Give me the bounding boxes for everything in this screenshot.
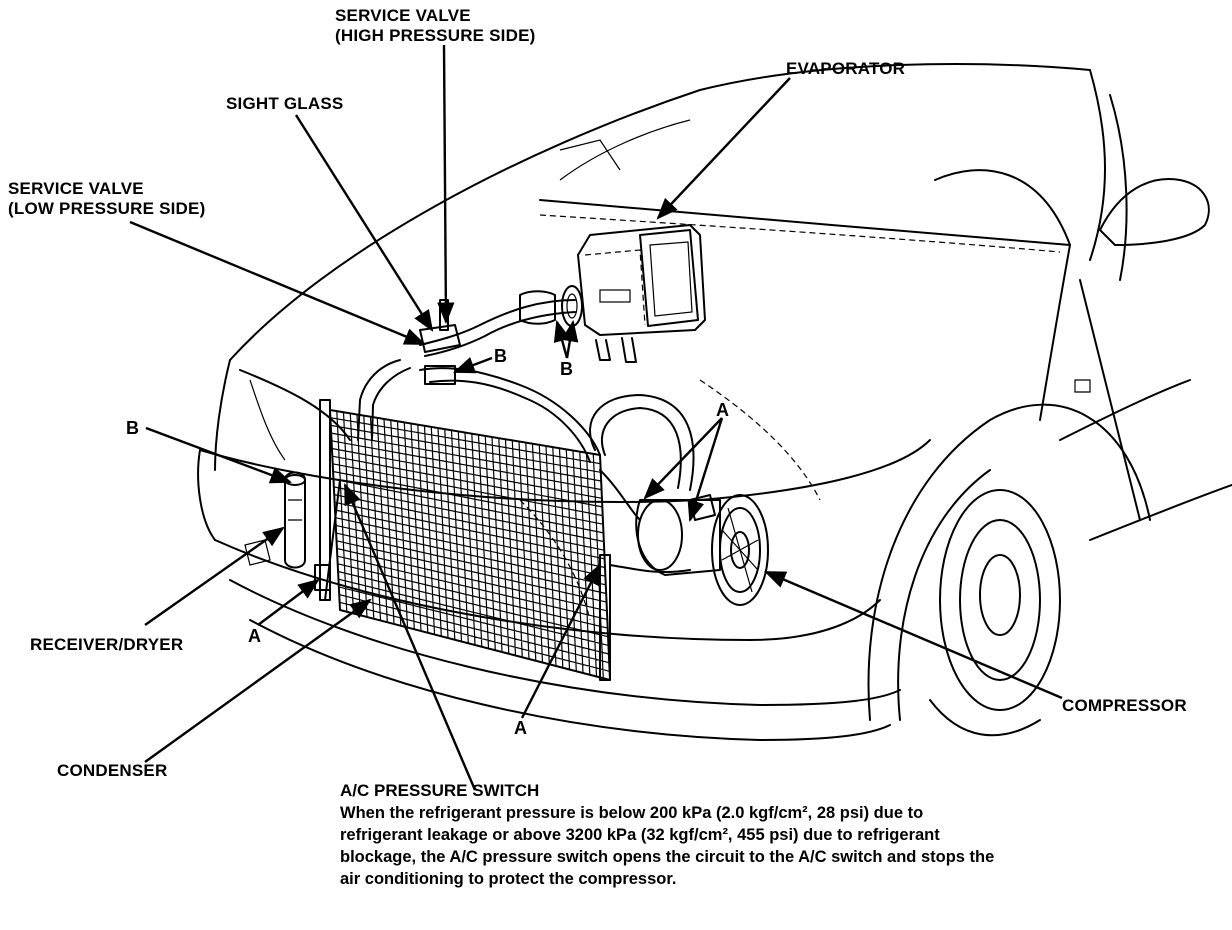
receiver-dryer-unit xyxy=(284,471,331,591)
car-body-outline xyxy=(197,63,1232,741)
ac-pressure-switch-title: A/C PRESSURE SWITCH xyxy=(340,781,540,800)
b-label-left: B xyxy=(126,418,140,438)
compressor-unit xyxy=(635,494,769,606)
leader-lines xyxy=(129,44,1063,791)
receiver-dryer-label: RECEIVER/DRYER xyxy=(30,635,184,654)
service-valve-low-label: SERVICE VALVE (LOW PRESSURE SIDE) xyxy=(8,179,205,219)
service-valve-low-title: SERVICE VALVE xyxy=(8,179,144,198)
service-valve-high-title: SERVICE VALVE xyxy=(335,6,471,25)
service-valve-low-subtitle: (LOW PRESSURE SIDE) xyxy=(8,199,206,218)
ac-pressure-switch-description: When the refrigerant pressure is below 2… xyxy=(340,804,995,888)
evaporator-unit xyxy=(577,224,706,363)
evaporator-label: EVAPORATOR xyxy=(786,59,906,78)
a-label-right: A xyxy=(716,400,730,420)
b-label-top: B xyxy=(494,346,508,366)
a-label-bottom: A xyxy=(514,718,528,738)
condenser-core xyxy=(329,409,611,681)
service-valve-high-label: SERVICE VALVE (HIGH PRESSURE SIDE) xyxy=(335,6,535,46)
a-label-left: A xyxy=(248,626,262,646)
condenser-label: CONDENSER xyxy=(57,761,168,780)
sight-glass-label: SIGHT GLASS xyxy=(226,94,344,113)
compressor-label: COMPRESSOR xyxy=(1062,696,1187,715)
ac-pressure-switch-note: A/C PRESSURE SWITCH When the refrigerant… xyxy=(340,780,1000,890)
b-label-evaporator: B xyxy=(560,359,574,379)
service-valve-high-subtitle: (HIGH PRESSURE SIDE) xyxy=(335,26,536,45)
